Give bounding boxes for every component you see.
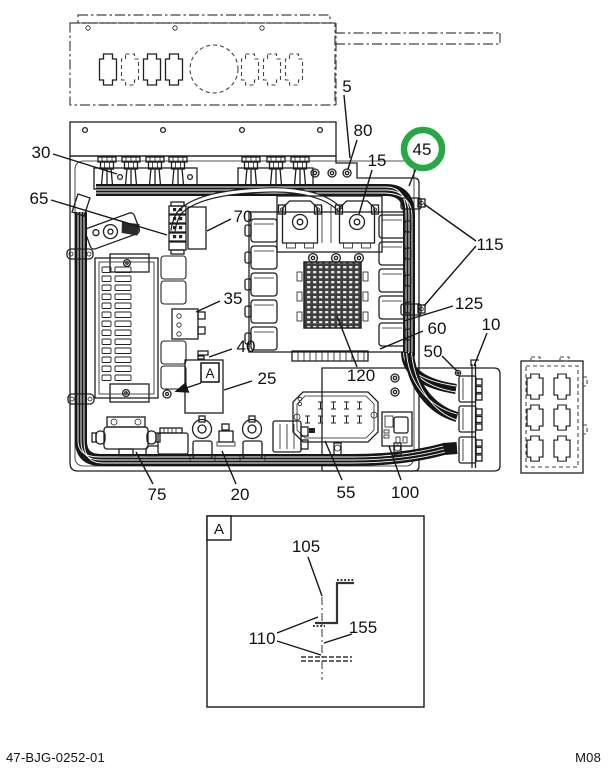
panel-flange [69,121,337,157]
connector-box-35 [171,308,206,340]
solenoid-valve [189,415,216,462]
highlighted-callout-45: 45 [400,126,446,172]
terminal-stack-65 [168,201,187,255]
callout-20: 20 [231,485,250,504]
central-relay-module [244,195,412,362]
relay-left [277,200,323,249]
bracket-cutouts [98,44,304,94]
fuse-slots [101,266,132,381]
callout-35: 35 [224,289,243,308]
wire-harness [66,184,459,466]
fuse-panel-side-blocks [160,255,187,390]
callout-25: 25 [258,369,277,388]
module-left-bank [244,218,278,351]
callout-100: 100 [391,483,419,502]
callout-125: 125 [455,294,483,313]
view-marker-label: A [205,366,214,381]
mounting-bracket-phantom [69,14,501,106]
panel-extension-plate [321,367,501,472]
detail-labels: 105 110 155 [248,537,377,648]
callout-105: 105 [292,537,320,556]
bracket-tab-profile [315,581,354,625]
callout-155: 155 [349,618,377,637]
callout-labels: 5 80 15 115 30 65 70 35 125 60 10 50 40 … [30,77,504,504]
highlight-ring [400,126,446,172]
fitting [216,423,236,447]
harness-clamp [67,393,95,405]
detail-view-a: A 105 110 155 [206,515,425,708]
callout-5: 5 [342,77,351,96]
manifold-block [145,427,189,457]
valve-row [91,415,309,462]
callout-leaders [50,94,488,485]
fuse-panel [94,253,187,403]
callout-50: 50 [424,342,443,361]
panel-assembly [69,121,501,472]
bracket-rail-phantom [335,23,501,105]
side-bracket [520,356,588,474]
clip-40 [197,350,209,360]
harness-clamp [66,248,94,260]
detail-view-label: A [214,521,224,538]
callout-45: 45 [413,140,432,159]
callout-70: 70 [234,207,253,226]
detail-leaders [276,556,353,656]
ground-clamp-bracket [84,212,141,250]
callout-120: 120 [347,366,375,385]
fuse-grid-block [303,261,362,329]
callout-60: 60 [428,319,447,338]
document-number: 47-BJG-0252-01 [6,750,105,765]
callout-15: 15 [368,151,387,170]
module-100 [381,411,413,447]
callout-10: 10 [482,315,501,334]
harness-anchor-wedge [71,193,91,217]
module-55 [292,391,402,456]
callout-115: 115 [476,235,503,254]
relay-right [334,200,380,249]
page-code: M08 [575,750,601,765]
callout-40: 40 [237,337,256,356]
callout-80: 80 [354,121,373,140]
valve-75 [91,416,161,457]
callout-110: 110 [248,629,275,648]
callout-65: 65 [30,189,49,208]
callout-55: 55 [337,483,356,502]
cover-70 [187,206,207,250]
solenoid-valve [239,415,266,462]
callout-75: 75 [148,485,167,504]
port-block [272,420,309,453]
view-marker-a: A [162,362,220,399]
callout-30: 30 [32,143,51,162]
